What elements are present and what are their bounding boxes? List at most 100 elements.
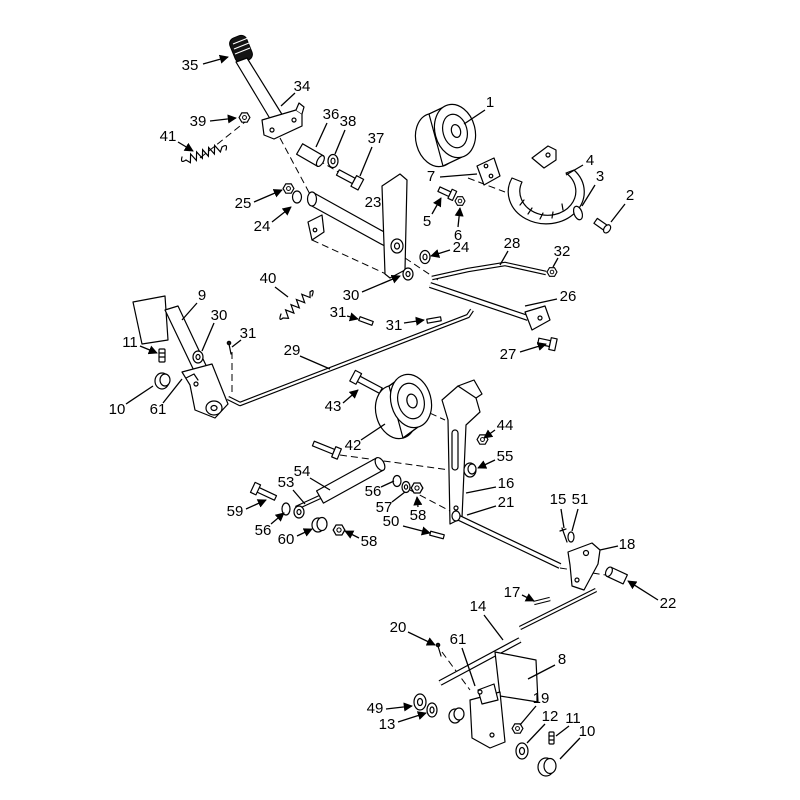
nut-55	[463, 462, 477, 478]
bolt-2	[593, 217, 612, 234]
leader-line	[461, 647, 476, 687]
leader-line	[361, 274, 401, 293]
leader-line	[439, 173, 478, 178]
callout-number: 21	[498, 494, 515, 511]
washer-38	[327, 153, 339, 169]
callout-number: 56	[255, 522, 272, 539]
callout-number: 61	[450, 631, 467, 648]
callout-number: 30	[211, 307, 228, 324]
callout-number: 2	[626, 187, 634, 204]
leader-line	[483, 429, 496, 439]
cylinder-54	[293, 456, 386, 519]
callout-number: 26	[560, 288, 577, 305]
leader-line	[483, 614, 504, 641]
bolt-53	[311, 440, 342, 460]
callout-number: 55	[497, 448, 514, 465]
callout-number: 43	[325, 398, 342, 415]
rod-28	[431, 261, 547, 281]
callout-number: 1	[486, 94, 494, 111]
roller-10-lower	[537, 757, 557, 777]
callout-number: 50	[383, 513, 400, 530]
leader-line	[202, 54, 229, 65]
leader-line	[465, 486, 497, 494]
callout-number: 58	[361, 533, 378, 550]
callout-number: 24	[254, 218, 271, 235]
bolt-5	[437, 186, 458, 202]
rod-17-long	[518, 587, 598, 631]
rod-14	[438, 637, 522, 686]
pulley-42	[374, 373, 433, 440]
callout-number: 27	[500, 346, 517, 363]
nut-58-upper	[410, 482, 424, 494]
leader-line	[466, 505, 497, 516]
pin-31-c	[226, 340, 232, 355]
leader-line	[280, 92, 296, 107]
leader-line	[271, 206, 292, 223]
leader-line	[555, 725, 570, 737]
leader-line	[407, 631, 436, 646]
callout-number: 5	[423, 213, 431, 230]
callout-number: 13	[379, 716, 396, 733]
callout-number: 56	[365, 483, 382, 500]
leader-line	[391, 491, 406, 503]
washer-3	[572, 205, 584, 221]
callout-number: 60	[278, 531, 295, 548]
callout-number: 38	[340, 113, 357, 130]
leader-line	[299, 355, 331, 370]
callout-number: 6	[454, 227, 462, 244]
leader-line	[454, 207, 464, 228]
leader-line	[309, 477, 331, 491]
callout-number: 7	[427, 168, 435, 185]
callout-number: 31	[240, 325, 257, 342]
nut-58-lower	[332, 524, 346, 536]
leader-line	[334, 129, 346, 155]
leader-line	[209, 114, 237, 124]
plate-7	[476, 157, 501, 186]
nut-6	[454, 196, 466, 206]
callout-number: 9	[198, 287, 206, 304]
leader-line	[526, 723, 546, 744]
leader-line	[385, 702, 413, 712]
callout-number: 10	[579, 723, 596, 740]
washer-13	[426, 702, 438, 718]
pin-11	[158, 348, 166, 363]
nut-39	[238, 112, 251, 123]
leader-line	[402, 525, 431, 536]
callout-number: 15	[550, 491, 567, 508]
pin-50	[429, 530, 445, 540]
pin-11-lower	[548, 731, 555, 745]
callout-number: 11	[565, 710, 581, 727]
leader-line	[181, 302, 198, 321]
nut-19	[511, 723, 524, 734]
leader-line	[380, 480, 395, 488]
bolt-37	[335, 169, 365, 191]
leader-line	[552, 257, 559, 268]
washer-49	[413, 693, 427, 711]
leader-line	[245, 499, 267, 510]
nut-60	[311, 516, 328, 533]
bracket-18	[567, 542, 601, 591]
washer-56-lower	[281, 502, 291, 516]
pin-31-a	[358, 316, 374, 326]
callout-number: 31	[386, 317, 403, 334]
pin-17	[533, 596, 551, 606]
callout-number: 59	[227, 503, 244, 520]
callout-number: 32	[554, 243, 571, 260]
leader-line	[360, 423, 386, 441]
callout-number: 53	[278, 474, 295, 491]
leader-line	[431, 197, 442, 215]
callout-number: 58	[410, 507, 427, 524]
pulley-1	[414, 103, 477, 168]
callout-number: 44	[497, 417, 514, 434]
callout-number: 29	[284, 342, 301, 359]
leader-line	[477, 459, 496, 469]
callout-number: 37	[368, 130, 385, 147]
shaft-21	[451, 510, 562, 569]
brake-band-4	[507, 145, 585, 225]
callout-number: 42	[345, 437, 362, 454]
link-61	[185, 373, 199, 381]
leader-line	[413, 496, 423, 508]
leader-line	[499, 250, 509, 266]
leader-line	[359, 146, 373, 177]
washer-57	[401, 480, 411, 494]
